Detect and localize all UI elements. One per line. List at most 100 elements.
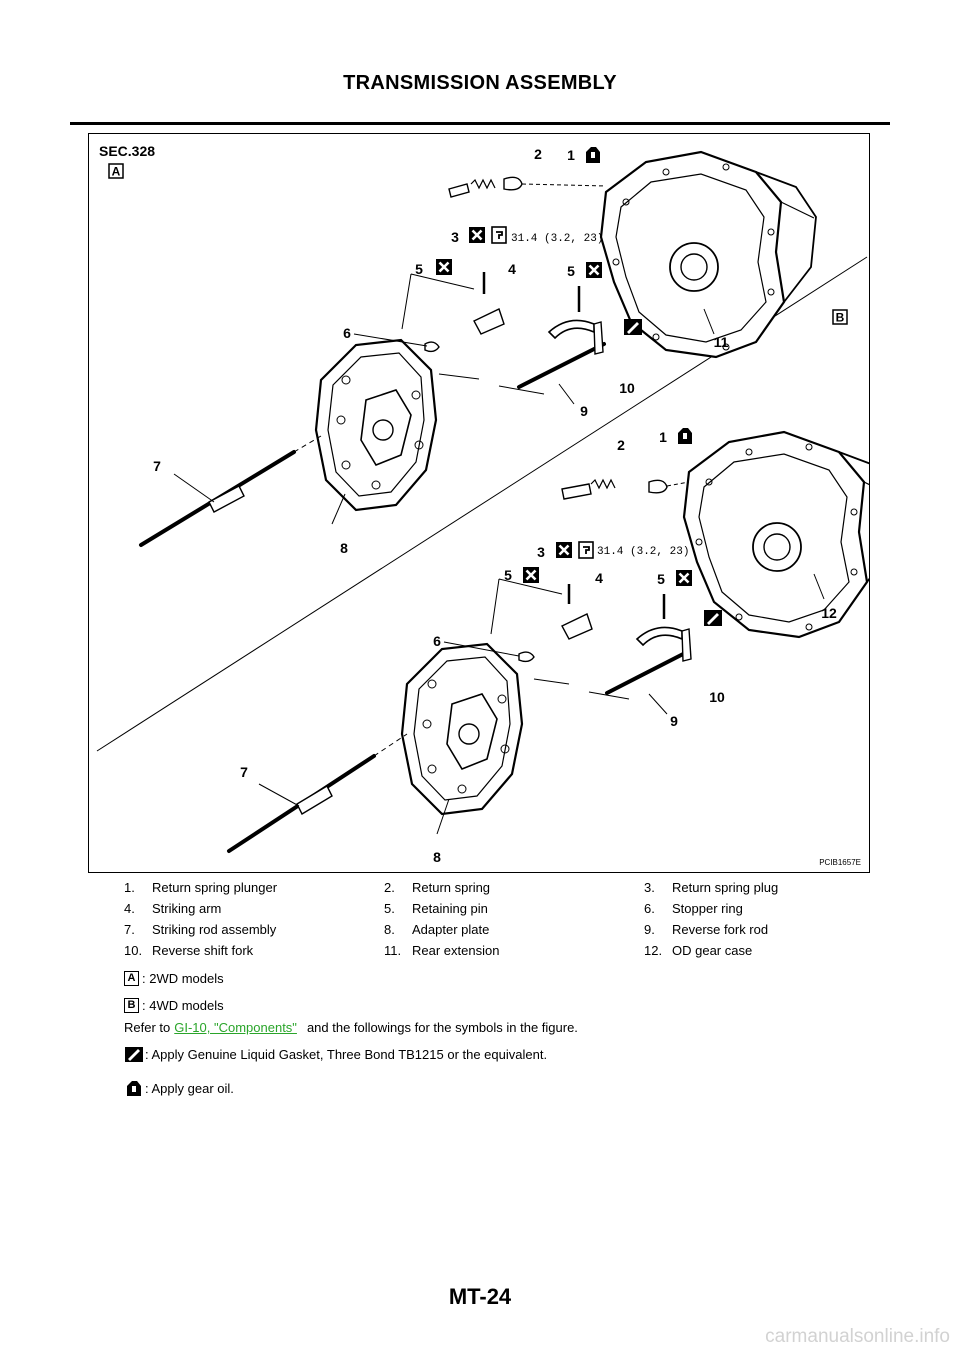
legend-num: 9.: [644, 922, 655, 937]
callout-a-7: 7: [153, 458, 161, 474]
note-gear-oil: : Apply gear oil.: [124, 1080, 234, 1097]
torque-wrench-icon: [491, 226, 507, 244]
gear-oil-icon: [586, 147, 600, 163]
callout-b-9: 9: [670, 713, 678, 729]
callout-b-8: 8: [433, 849, 441, 865]
liquid-gasket-icon: [125, 1047, 143, 1062]
components-link[interactable]: GI-10, "Components": [174, 1020, 297, 1035]
variant-a-box: A: [112, 165, 121, 179]
legend-item: 2. Return spring: [384, 880, 644, 895]
legend-item: 4. Striking arm: [124, 901, 384, 916]
legend-label: Adapter plate: [412, 922, 490, 937]
note-4wd-text: : 4WD models: [142, 998, 224, 1013]
legend-num: 10.: [124, 943, 143, 958]
legend-label: Retaining pin: [412, 901, 488, 916]
exploded-view-figure: 31.4 (3.2, 23) 31.4 (3.2, 23) A B 1 2 3 …: [88, 133, 870, 873]
legend-item: 9. Reverse fork rod: [644, 922, 864, 937]
legend-item: 10. Reverse shift fork: [124, 943, 384, 958]
note-2wd-text: : 2WD models: [142, 971, 224, 986]
page-number: MT-24: [448, 1284, 512, 1309]
exploded-view-drawing: 31.4 (3.2, 23) 31.4 (3.2, 23) A B 1 2 3 …: [96, 146, 869, 865]
legend-label: Striking arm: [152, 901, 222, 916]
callout-a-6: 6: [343, 325, 351, 341]
no-reuse-icon: [434, 257, 454, 277]
torque-spec-a: 31.4 (3.2, 23): [511, 233, 603, 245]
legend-num: 11.: [384, 943, 402, 958]
no-reuse-icon: [674, 568, 694, 588]
callout-b-1: 1: [659, 429, 667, 445]
callout-b-10: 10: [709, 689, 725, 705]
callout-b-5b: 5: [657, 571, 665, 587]
liquid-gasket-icon: [624, 319, 642, 335]
note-gasket: : Apply Genuine Liquid Gasket, Three Bon…: [124, 1046, 547, 1063]
legend-num: 6.: [644, 901, 655, 916]
legend-label: Striking rod assembly: [152, 922, 277, 937]
callout-b-5: 5: [504, 567, 512, 583]
note-gasket-text: : Apply Genuine Liquid Gasket, Three Bon…: [145, 1047, 548, 1062]
legend-item: 1. Return spring plunger: [124, 880, 384, 895]
callout-a-4: 4: [508, 261, 516, 277]
legend-label: Return spring plug: [672, 880, 779, 895]
callout-a-10: 10: [619, 380, 635, 396]
callout-a-11: 11: [714, 334, 729, 350]
variant-b-badge: B: [124, 998, 139, 1013]
figure-code: PCIB1657E: [819, 858, 861, 867]
callout-b-12: 12: [821, 605, 837, 621]
callout-b-2: 2: [617, 437, 625, 453]
note-2wd: A : 2WD models: [124, 971, 224, 986]
legend-label: Reverse shift fork: [152, 943, 254, 958]
legend-num: 4.: [124, 901, 135, 916]
gear-oil-icon: [678, 428, 692, 444]
refer-suffix: and the followings for the symbols in th…: [306, 1020, 578, 1035]
no-reuse-icon: [584, 260, 604, 280]
note-gear-oil-text: : Apply gear oil.: [145, 1081, 234, 1096]
legend-label: Rear extension: [412, 943, 500, 958]
legend-label: Stopper ring: [672, 901, 743, 916]
legend-num: 5.: [384, 901, 395, 916]
callout-a-1: 1: [567, 147, 575, 163]
legend-item: 6. Stopper ring: [644, 901, 864, 916]
callout-a-3: 3: [451, 229, 459, 245]
callout-a-5b: 5: [567, 263, 575, 279]
callout-b-3: 3: [537, 544, 545, 560]
section-label: SEC.328: [99, 143, 156, 159]
legend-label: Reverse fork rod: [672, 922, 769, 937]
legend-num: 8.: [384, 922, 395, 937]
callout-a-8: 8: [340, 540, 348, 556]
callout-b-6: 6: [433, 633, 441, 649]
legend-num: 12.: [644, 943, 663, 958]
torque-wrench-icon: [578, 541, 594, 559]
legend-num: 1.: [124, 880, 135, 895]
legend-item: 12. OD gear case: [644, 943, 864, 958]
legend-num: 3.: [644, 880, 655, 895]
page-title: TRANSMISSION ASSEMBLY: [343, 72, 617, 94]
torque-spec-b: 31.4 (3.2, 23): [597, 546, 689, 558]
variant-b-box: B: [836, 311, 845, 325]
callout-a-2: 2: [534, 146, 542, 162]
note-4wd: B : 4WD models: [124, 998, 224, 1013]
legend-label: Return spring plunger: [152, 880, 278, 895]
watermark-site: carmanualsonline.info: [765, 1326, 950, 1347]
legend-item: 7. Striking rod assembly: [124, 922, 384, 937]
refer-line: Refer to GI-10, "Components" and the fol…: [124, 1020, 578, 1035]
no-reuse-icon: [554, 540, 574, 560]
variant-a-badge: A: [124, 971, 139, 986]
legend-num: 2.: [384, 880, 395, 895]
legend-label: Return spring: [412, 880, 491, 895]
callout-a-9: 9: [580, 403, 588, 419]
callout-b-4: 4: [595, 570, 603, 586]
callout-b-7: 7: [240, 764, 248, 780]
legend-item: 3. Return spring plug: [644, 880, 864, 895]
parts-legend: 1. Return spring plunger 2. Return spring …: [124, 880, 864, 958]
callout-a-5: 5: [415, 261, 423, 277]
legend-item: 11. Rear extension: [384, 943, 644, 958]
gear-oil-icon: [127, 1081, 141, 1096]
legend-item: 5. Retaining pin: [384, 901, 644, 916]
no-reuse-icon: [521, 565, 541, 585]
legend-label: OD gear case: [672, 943, 753, 958]
liquid-gasket-icon: [704, 610, 722, 626]
no-reuse-icon: [467, 225, 487, 245]
title-rule: [70, 122, 890, 125]
legend-num: 7.: [124, 922, 135, 937]
legend-item: 8. Adapter plate: [384, 922, 644, 937]
